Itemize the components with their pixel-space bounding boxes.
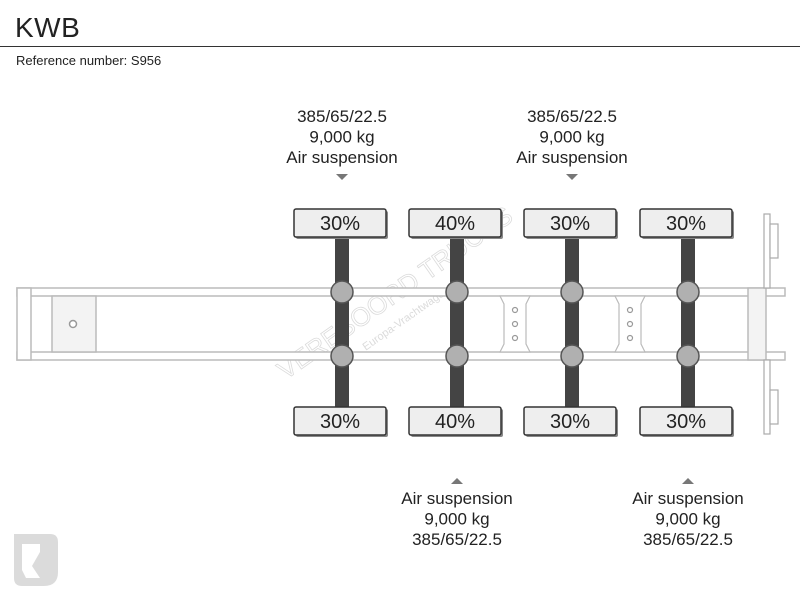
- load-percentage: 30%: [666, 411, 706, 433]
- load-percentage: 30%: [550, 213, 590, 235]
- axle-spec-line: 9,000 kg: [424, 510, 489, 529]
- load-percentage: 30%: [320, 411, 360, 433]
- axle-spec-line: Air suspension: [516, 148, 628, 167]
- tire-box: [293, 208, 387, 238]
- axle-spec-line: Air suspension: [401, 489, 513, 508]
- tire-box: [523, 406, 617, 436]
- axle-spec-line: Air suspension: [632, 489, 744, 508]
- pointer-down-icon: [566, 174, 578, 180]
- axle-spec-line: 9,000 kg: [655, 510, 720, 529]
- rear-light-top-lens: [769, 223, 779, 259]
- axle-spec-line: 385/65/22.5: [643, 530, 733, 549]
- axle-hub: [445, 344, 469, 368]
- load-percentage: 30%: [666, 213, 706, 235]
- axle-spec-line: 385/65/22.5: [297, 107, 387, 126]
- frame-rail-top: [16, 287, 786, 297]
- trailer-frame: [16, 287, 786, 361]
- rear-lights: [763, 213, 779, 435]
- axle-hub: [676, 280, 700, 304]
- reference-number: Reference number: S956: [16, 53, 162, 68]
- header-divider: [0, 46, 800, 47]
- tire-box: [639, 208, 733, 238]
- frame-front-beam: [16, 287, 32, 361]
- axle-hub: [676, 344, 700, 368]
- axle-hub: [445, 280, 469, 304]
- axle-spec-line: 385/65/22.5: [412, 530, 502, 549]
- axle-hub: [330, 280, 354, 304]
- axle-spec-line: Air suspension: [286, 148, 398, 167]
- rear-light-bottom: [763, 359, 771, 435]
- axle-shaft: [565, 238, 579, 412]
- rear-light-top: [763, 213, 771, 289]
- load-percentage: 40%: [435, 213, 475, 235]
- tire-box: [408, 406, 502, 436]
- kingpin: [68, 319, 78, 329]
- load-percentage: 30%: [550, 411, 590, 433]
- tire-box: [408, 208, 502, 238]
- load-percentage: 40%: [435, 411, 475, 433]
- tire-box: [523, 208, 617, 238]
- rear-light-bottom-lens: [769, 389, 779, 425]
- page-title: KWB: [15, 12, 81, 43]
- axle-hub: [560, 344, 584, 368]
- rear-beam: [747, 287, 767, 361]
- axle-spec-line: 9,000 kg: [539, 128, 604, 147]
- pointer-down-icon: [336, 174, 348, 180]
- load-percentage: 30%: [320, 213, 360, 235]
- pointer-up-icon: [451, 478, 463, 484]
- axle-spec-line: 385/65/22.5: [527, 107, 617, 126]
- axle-hub: [560, 280, 584, 304]
- cross-members: [499, 295, 646, 353]
- tire-box: [293, 406, 387, 436]
- axle-shaft: [681, 238, 695, 412]
- tire-box: [639, 406, 733, 436]
- logo-icon: [14, 534, 58, 586]
- axle-spec-line: 9,000 kg: [309, 128, 374, 147]
- pointer-up-icon: [682, 478, 694, 484]
- axle-shaft: [335, 238, 349, 412]
- axle-hub: [330, 344, 354, 368]
- frame-rail-bottom: [16, 351, 786, 361]
- axle-shaft: [450, 238, 464, 412]
